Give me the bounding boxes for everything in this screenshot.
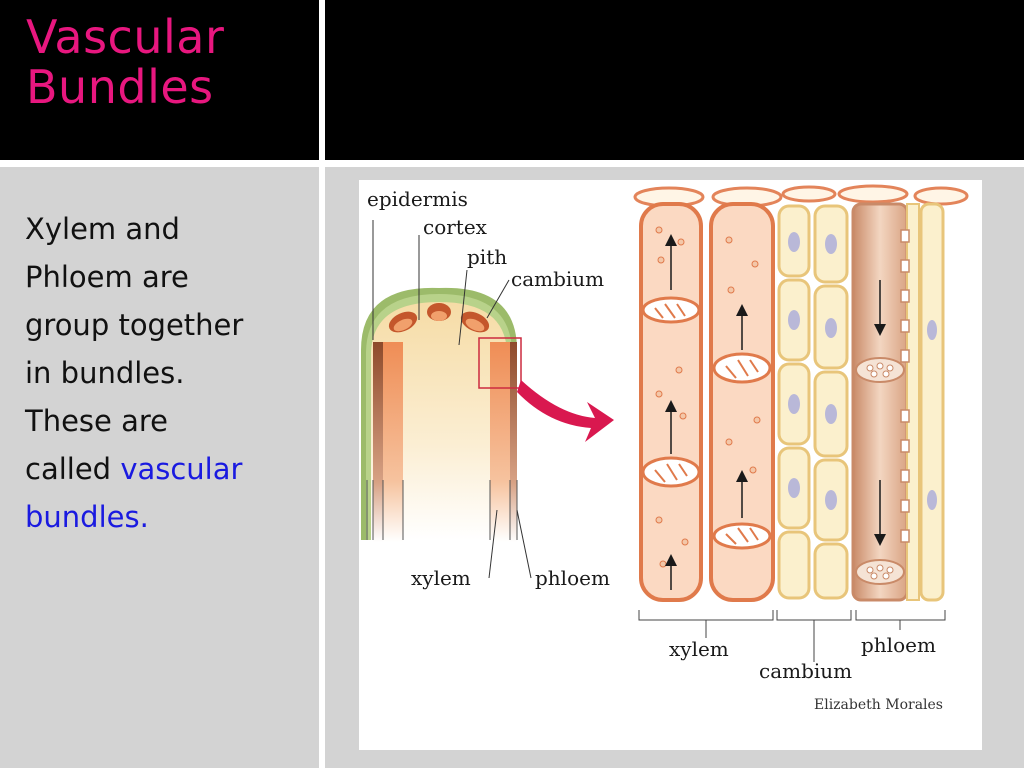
image-credit: Elizabeth Morales: [814, 697, 943, 713]
strand-xylem-left: [383, 342, 403, 542]
label-epidermis: epidermis: [367, 187, 468, 211]
phloem-tubes: [851, 202, 945, 602]
body-line-4: in bundles.: [25, 356, 185, 390]
title-panel: Vascular Bundles: [0, 0, 319, 160]
tissue-brackets: [638, 610, 946, 662]
body-text: Xylem and Phloem are group together in b…: [25, 205, 310, 541]
tissue-detail: [633, 184, 969, 662]
highlight-vascular: vascular: [120, 452, 243, 486]
figure-panel: epidermis cortex pith cambium xylem phlo…: [325, 167, 1024, 768]
zoom-arrow: [517, 380, 614, 442]
title-line-2: Bundles: [26, 60, 214, 114]
label-phloem-right: phloem: [861, 633, 936, 657]
strand-phloem-left: [373, 342, 383, 542]
stem-section: [361, 220, 532, 579]
label-cambium-left: cambium: [511, 267, 604, 291]
label-xylem-right: xylem: [669, 637, 729, 661]
pith-region: [371, 302, 507, 540]
slide-title: Vascular Bundles: [26, 12, 224, 112]
title-line-1: Vascular: [26, 10, 225, 64]
label-cambium-right: cambium: [759, 659, 852, 683]
label-pith: pith: [467, 245, 507, 269]
body-line-6-prefix: called: [25, 452, 121, 486]
strand-phloem-right: [510, 342, 517, 542]
text-panel: Xylem and Phloem are group together in b…: [0, 167, 319, 768]
diagram-svg: epidermis cortex pith cambium xylem phlo…: [361, 184, 969, 713]
header-black-panel: [325, 0, 1024, 160]
body-line-2: Phloem are: [25, 260, 189, 294]
vascular-bundle-diagram: epidermis cortex pith cambium xylem phlo…: [359, 180, 982, 750]
body-line-5: These are: [25, 404, 169, 438]
xylem-vessels: [639, 202, 775, 602]
highlight-bundles: bundles.: [25, 500, 149, 534]
zoom-box: [478, 337, 522, 389]
label-xylem-left: xylem: [411, 566, 471, 590]
body-line-1: Xylem and: [25, 212, 180, 246]
body-line-3: group together: [25, 308, 244, 342]
label-phloem-left: phloem: [535, 566, 610, 590]
label-cortex: cortex: [423, 215, 488, 239]
strand-xylem-right: [490, 342, 510, 542]
body-line-6: called vascular: [25, 445, 310, 493]
